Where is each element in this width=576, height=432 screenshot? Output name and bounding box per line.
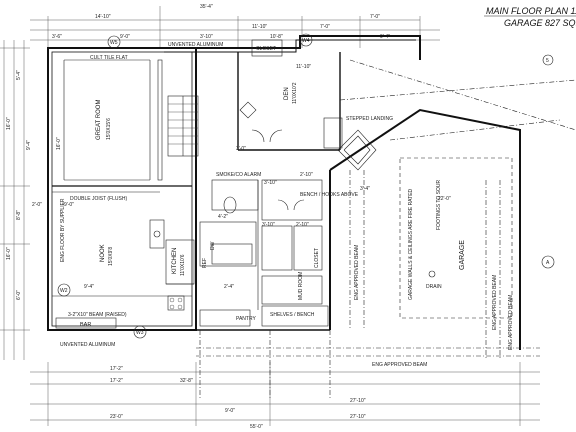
center-dim-8: 3'-4" bbox=[360, 186, 370, 192]
garage-drain: DRAIN bbox=[426, 284, 442, 290]
center-dim-4: 3'-10" bbox=[264, 180, 277, 186]
dim-top-7: 9'-0" bbox=[120, 34, 130, 40]
left-dim-small: 2'-0" bbox=[32, 202, 42, 208]
garage-walls bbox=[196, 59, 576, 400]
dim-bot-8: 23'-0" bbox=[110, 414, 123, 420]
dim-top-4: 11'-10" bbox=[252, 24, 267, 30]
svg-text:W5: W5 bbox=[110, 40, 118, 46]
dim-top-2: 35'-4" bbox=[200, 4, 213, 10]
kitchen-dim: 11'0X10'6 bbox=[180, 254, 186, 276]
nook-dim-2: 9'-4" bbox=[84, 284, 94, 290]
bar-beam-note: 3-2"X10" BEAM (RAISED) bbox=[68, 312, 127, 318]
nook-dim-3: 9'-0" bbox=[64, 202, 74, 208]
dim-bot-2: 17'-2" bbox=[110, 378, 123, 384]
center-dim-5: 2'-10" bbox=[300, 172, 313, 178]
garage-beam-c: ENG APPROVED BEAM bbox=[354, 245, 360, 300]
dim-left-2: 16'-0" bbox=[6, 247, 12, 260]
dim-bot-7: 27'-10" bbox=[350, 414, 366, 420]
kitchen-label: KITCHEN bbox=[172, 248, 178, 274]
mud-room-label: MUD ROOM bbox=[298, 272, 304, 300]
den-walls bbox=[237, 39, 343, 151]
nook-kitchen-walls bbox=[52, 219, 195, 329]
smoke-alarm: SMOKE/CO ALARM bbox=[216, 172, 261, 178]
center-dim-1: 3'-10" bbox=[262, 222, 275, 228]
window-tag-w3: W3 bbox=[133, 325, 147, 339]
window-tag-w4: W4 bbox=[299, 33, 313, 47]
den-dim-2: 11'-10" bbox=[296, 64, 311, 70]
great-room-dim-h: 16'-0" bbox=[56, 137, 62, 150]
dim-bot-6: 55'-0" bbox=[250, 424, 263, 430]
svg-text:W4: W4 bbox=[302, 38, 310, 44]
dim-left-5: 6'-0" bbox=[16, 290, 22, 300]
bench-hooks: BENCH / HOOKS ABOVE bbox=[300, 192, 359, 198]
dim-bot-5: 27'-10" bbox=[350, 398, 366, 404]
den-label: DEN bbox=[284, 87, 290, 100]
nook-dim: 15'0X9'8 bbox=[108, 247, 114, 266]
shelves-bench: SHELVES / BENCH bbox=[270, 312, 315, 318]
garage-beam-d: ENG APPROVED BEAM bbox=[372, 362, 427, 368]
left-dimensions: 16'-0" 16'-0" 5'-4" 8'-8" 6'-0" 9'-4" bbox=[0, 40, 32, 360]
dim-bot-1: 17'-2" bbox=[110, 366, 123, 372]
svg-text:A: A bbox=[546, 260, 550, 266]
great-room-joist: DOUBLE JOIST (FLUSH) bbox=[70, 196, 127, 202]
center-dim-6: 2'-4" bbox=[224, 284, 234, 290]
garage-beam-a: ENG APPROVED BEAM bbox=[492, 275, 498, 330]
center-rooms bbox=[199, 101, 377, 327]
dim-left-6: 9'-4" bbox=[26, 140, 32, 150]
top-dimensions: 14'-10" 35'-4" 7'-0" 11'-10" 7'-0" 3'-6"… bbox=[30, 4, 440, 48]
den-dim: 11'0X10'2 bbox=[292, 82, 298, 104]
dim-left-1: 16'-0" bbox=[6, 117, 12, 130]
svg-text:W3: W3 bbox=[136, 330, 144, 336]
dim-top-9: 10'-8" bbox=[270, 34, 283, 40]
plan-title: MAIN FLOOR PLAN 11 bbox=[486, 6, 576, 16]
den-closet: CLOSET bbox=[256, 46, 276, 52]
great-room-tile: CULT TILE FLAT bbox=[90, 55, 128, 61]
dim-bot-3: 32'-8" bbox=[180, 378, 193, 384]
dim-top-5: 7'-0" bbox=[320, 24, 330, 30]
nook-label: NOOK bbox=[100, 244, 106, 262]
dw-label: DW bbox=[210, 241, 216, 250]
ref-label: REF bbox=[202, 258, 208, 268]
stair-note-1: UNVENTED ALUMINUM bbox=[168, 42, 223, 48]
garage-rating-note: GARAGE WALLS & CEILINGS ARE FIRE RATED bbox=[408, 188, 414, 300]
dim-bot-4: 9'-0" bbox=[225, 408, 235, 414]
great-room-dim: 15'0X15'6 bbox=[106, 118, 112, 140]
bar-label: BAR bbox=[80, 322, 91, 328]
garage-beam-b: ENG APPROVED BEAM bbox=[508, 295, 514, 350]
stair-landing: STEPPED LANDING bbox=[346, 116, 393, 122]
dim-top-1: 14'-10" bbox=[95, 14, 111, 20]
nook-eng-floor: ENG FLOOR BY SUPPLIER bbox=[60, 198, 66, 262]
closet-side: CLOSET bbox=[314, 248, 320, 268]
center-dim-7: 3'-0" bbox=[236, 146, 246, 152]
bottom-unvented: UNVENTED ALUMINUM bbox=[60, 342, 115, 348]
pantry-label: PANTRY bbox=[236, 316, 256, 322]
garage-footings: FOOTINGS TO SOUR bbox=[436, 180, 442, 230]
stairs bbox=[167, 95, 199, 157]
section-tag-b: 5 bbox=[542, 54, 554, 66]
exterior-walls bbox=[47, 35, 421, 331]
section-tag-a: A bbox=[541, 255, 555, 269]
center-dim-3: 4'-2" bbox=[218, 214, 228, 220]
dim-top-8: 3'-10" bbox=[200, 34, 213, 40]
svg-text:W2: W2 bbox=[60, 288, 68, 294]
window-tag-w5: W5 bbox=[107, 35, 121, 49]
svg-text:5: 5 bbox=[546, 58, 549, 64]
center-dim-2: 2'-10" bbox=[296, 222, 309, 228]
bottom-dimensions: 17'-2" 17'-2" 32'-8" 9'-0" 27'-10" 55'-0… bbox=[30, 362, 540, 430]
dim-left-4: 8'-8" bbox=[16, 210, 22, 220]
dim-left-3: 5'-4" bbox=[16, 70, 22, 80]
garage-dim-1: 22'-0" bbox=[438, 196, 451, 202]
dim-top-3: 7'-0" bbox=[370, 14, 380, 20]
dim-top-6: 3'-6" bbox=[52, 34, 62, 40]
window-tag-w2: W2 bbox=[57, 283, 71, 297]
great-room-walls bbox=[52, 59, 192, 193]
great-room-label: GREAT ROOM bbox=[96, 100, 102, 140]
garage-label: GARAGE bbox=[459, 240, 466, 270]
plan-subtitle: GARAGE 827 SQ.F bbox=[504, 18, 576, 28]
